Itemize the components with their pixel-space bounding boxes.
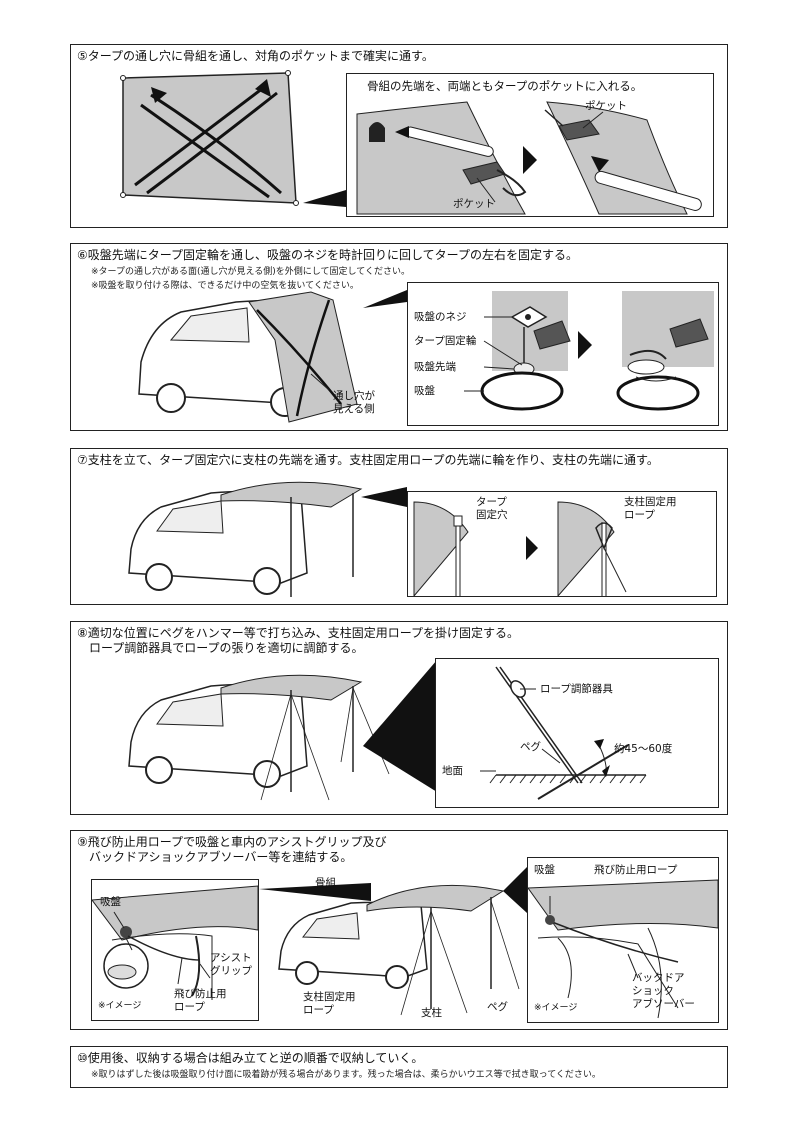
step9-right-absorber-label: バックドア ショック アブソーバー — [632, 972, 695, 1010]
step10-panel: ⑩使用後、収納する場合は組み立てと逆の順番で収納していく。 ※取りはずした後は吸… — [70, 1046, 728, 1088]
step9-pole-label: 支柱 — [421, 1007, 442, 1019]
step8-angle-label: 約45～60度 — [614, 743, 673, 755]
step9-left-inset: 吸盤 アシスト グリップ 飛び防止用 ロープ ※イメージ — [91, 879, 259, 1021]
step9-right-inset: 吸盤 飛び防止用ロープ バックドア ショック アブソーバー ※イメージ — [527, 857, 719, 1023]
step6-tip-label: 吸盤先端 — [414, 361, 456, 373]
step9-right-rope-label: 飛び防止用ロープ — [594, 864, 678, 876]
step8-heading: ⑧適切な位置にペグをハンマー等で打ち込み、支柱固定用ロープを掛け固定する。 ロー… — [77, 626, 520, 655]
step5-pocket-label-right: ポケット — [585, 100, 627, 112]
step7-inset: タープ 固定穴 支柱固定用 ロープ — [407, 491, 717, 597]
step8-inset: ロープ調節器具 ペグ 約45～60度 地面 — [435, 658, 719, 808]
step7-heading: ⑦支柱を立て、タープ固定穴に支柱の先端を通す。支柱固定用ロープの先端に輪を作り、… — [77, 453, 659, 467]
step9-right-image-note: ※イメージ — [534, 1003, 578, 1013]
step7-inset-illustration — [413, 501, 627, 596]
step9-left-cup-label: 吸盤 — [100, 896, 121, 908]
step9-center-illustration — [259, 867, 527, 1016]
step9-left-illustration — [92, 885, 258, 1000]
step9-heading: ⑨飛び防止用ロープで吸盤と車内のアシストグリップ及び バックドアショックアブソー… — [77, 835, 387, 864]
step9-panel: ⑨飛び防止用ロープで吸盤と車内のアシストグリップ及び バックドアショックアブソー… — [70, 830, 728, 1030]
step8-adjuster-label: ロープ調節器具 — [540, 683, 613, 695]
step8-car-illustration — [128, 660, 437, 801]
step6-ring-label: タープ固定輪 — [414, 335, 477, 347]
step7-panel: ⑦支柱を立て、タープ固定穴に支柱の先端を通す。支柱固定用ロープの先端に輪を作り、… — [70, 448, 728, 605]
step5-inset-illustration — [356, 101, 702, 215]
step9-peg-label: ペグ — [487, 1001, 508, 1013]
step9-right-cup-label: 吸盤 — [534, 864, 555, 876]
step8-panel: ⑧適切な位置にペグをハンマー等で打ち込み、支柱固定用ロープを掛け固定する。 ロー… — [70, 621, 728, 815]
step5-inset: 骨組の先端を、両端ともタープのポケットに入れる。 ポケット ポケット — [346, 73, 714, 217]
step6-cup-label: 吸盤 — [414, 385, 435, 397]
step8-ground-label: 地面 — [442, 765, 463, 777]
step6-heading: ⑥吸盤先端にタープ固定輪を通し、吸盤のネジを時計回りに回してタープの左右を固定す… — [77, 248, 578, 262]
step5-tarp-illustration — [120, 70, 346, 207]
step5-pocket-label-bottom: ポケット — [453, 198, 495, 210]
step5-heading: ⑤タープの通し穴に骨組を通し、対角のポケットまで確実に通す。 — [77, 49, 434, 63]
step10-heading: ⑩使用後、収納する場合は組み立てと逆の順番で収納していく。 — [77, 1051, 424, 1065]
step9-frame-label: 骨組 — [315, 877, 336, 889]
step5-panel: ⑤タープの通し穴に骨組を通し、対角のポケットまで確実に通す。 骨組の先端を、両端… — [70, 44, 728, 228]
step6-visible-side-label: 通し穴が 見える側 — [333, 390, 375, 415]
step8-peg-label: ペグ — [520, 741, 541, 753]
step7-rope-label: 支柱固定用 ロープ — [624, 496, 677, 521]
step9-right-illustration — [528, 879, 718, 1019]
step5-inset-caption: 骨組の先端を、両端ともタープのポケットに入れる。 — [367, 79, 643, 93]
step6-inset-illustration — [464, 291, 714, 411]
step6-car-illustration — [138, 290, 407, 423]
step6-screw-label: 吸盤のネジ — [414, 311, 467, 323]
step9-left-grip-label: アシスト グリップ — [210, 952, 252, 977]
step10-note: ※取りはずした後は吸盤取り付け面に吸着跡が残る場合があります。残った場合は、柔ら… — [91, 1070, 601, 1080]
step9-left-image-note: ※イメージ — [98, 1001, 142, 1011]
step6-note-1: ※タープの通し穴がある面(通し穴が見える側)を外側にして固定してください。 — [91, 267, 410, 277]
step8-inset-illustration — [480, 666, 647, 800]
step6-note-2: ※吸盤を取り付ける際は、できるだけ中の空気を抜いてください。 — [91, 281, 359, 291]
step9-left-rope-label: 飛び防止用 ロープ — [174, 988, 227, 1013]
step6-inset: 吸盤のネジ タープ固定輪 吸盤先端 吸盤 — [407, 282, 719, 426]
step7-car-illustration — [128, 481, 407, 597]
step9-pole-rope-label: 支柱固定用 ロープ — [303, 991, 356, 1016]
step7-hole-label: タープ 固定穴 — [476, 496, 508, 521]
step6-panel: ⑥吸盤先端にタープ固定輪を通し、吸盤のネジを時計回りに回してタープの左右を固定す… — [70, 243, 728, 431]
